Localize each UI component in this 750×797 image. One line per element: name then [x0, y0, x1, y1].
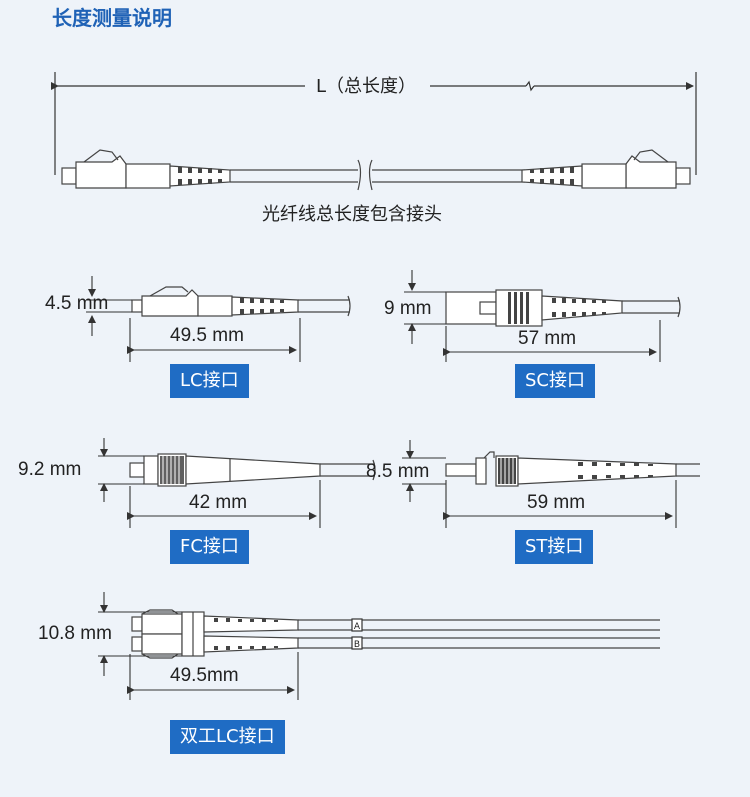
lc-length-label: 49.5 mm [170, 325, 244, 346]
fc-length-label: 42 mm [189, 492, 248, 513]
st-dimensions [402, 440, 677, 528]
tag-a-text: A [354, 622, 361, 632]
total-length-caption: 光纤线总长度包含接头 [262, 204, 442, 225]
duplex-lc-dimensions [98, 592, 299, 700]
fc-connector [129, 453, 376, 487]
lc-dimensions [86, 276, 301, 362]
lc-interface-label: LC接口 [170, 364, 249, 398]
tag-b-text: B [354, 640, 360, 650]
sc-interface-label: SC接口 [515, 364, 595, 398]
sc-length-label: 57 mm [518, 328, 577, 349]
tag-a-box [351, 618, 363, 632]
fc-interface-label: FC接口 [170, 530, 249, 564]
sc-height-label: 9 mm [384, 298, 432, 319]
duplex-lc-connector [131, 609, 660, 659]
lc-connector [131, 286, 351, 317]
sc-connector [445, 289, 681, 327]
duplex-lc-length-label: 49.5mm [170, 665, 239, 686]
fc-dimensions [98, 438, 321, 528]
st-interface-label: ST接口 [515, 530, 594, 564]
st-length-label: 59 mm [527, 492, 586, 513]
tag-b-box [351, 636, 363, 650]
st-height-label: 8.5 mm [366, 461, 430, 482]
fc-height-label: 9.2 mm [18, 459, 82, 480]
st-connector [445, 451, 700, 487]
lc-height-label: 4.5 mm [45, 293, 109, 314]
duplex-lc-interface-label: 双工LC接口 [170, 720, 285, 754]
duplex-lc-height-label: 10.8 mm [38, 623, 112, 644]
page-title: 长度测量说明 [52, 6, 172, 30]
total-length-dimension [51, 72, 697, 175]
full-cable [61, 149, 691, 191]
sc-dimensions [404, 270, 661, 362]
total-length-label: L（总长度） [310, 72, 423, 98]
